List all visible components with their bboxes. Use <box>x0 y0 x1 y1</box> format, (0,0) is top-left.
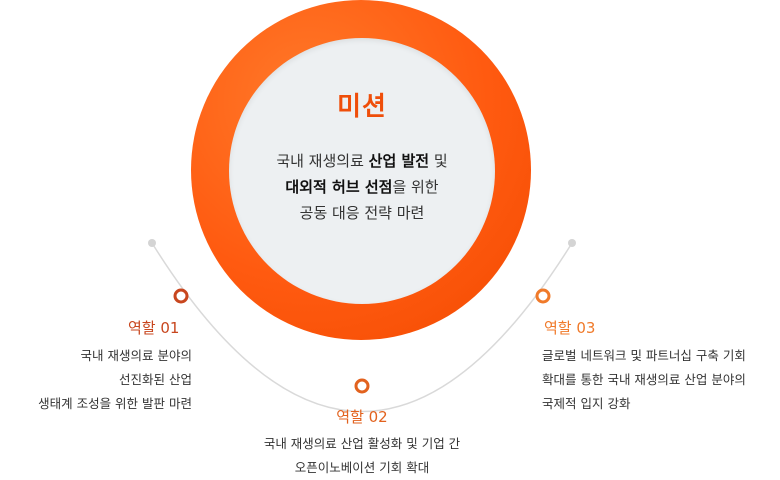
role-03-title: 역할 03 <box>544 319 596 337</box>
role-02-description: 국내 재생의료 산업 활성화 및 기업 간 오픈이노베이션 기회 확대 <box>222 432 502 480</box>
role-01-line-2: 선진화된 산업 <box>119 372 192 387</box>
role-01-line-3: 생태계 조성을 위한 발판 마련 <box>38 396 192 411</box>
role-02-line-2: 오픈이노베이션 기회 확대 <box>294 460 430 475</box>
role-03-line-1: 글로벌 네트워크 및 파트너십 구축 기회 <box>542 348 746 363</box>
mission-description: 국내 재생의료 산업 발전 및 대외적 허브 선점을 위한 공동 대응 전략 마… <box>229 148 495 226</box>
role-03-marker <box>535 288 551 304</box>
role-01-description: 국내 재생의료 분야의 선진화된 산업 생태계 조성을 위한 발판 마련 <box>38 344 192 416</box>
role-03-description: 글로벌 네트워크 및 파트너십 구축 기회 확대를 통한 국내 재생의료 산업 … <box>542 344 778 416</box>
role-03-line-2: 확대를 통한 국내 재생의료 산업 분야의 <box>542 372 746 387</box>
arc-endpoint-left <box>148 239 156 247</box>
arc-path <box>151 242 573 413</box>
role-02-line-1: 국내 재생의료 산업 활성화 및 기업 간 <box>263 436 461 451</box>
role-01-title: 역할 01 <box>128 319 180 337</box>
mission-line-1: 국내 재생의료 산업 발전 및 <box>229 148 495 174</box>
mission-line-2-suffix: 을 위한 <box>392 178 439 196</box>
mission-line-3: 공동 대응 전략 마련 <box>299 204 425 222</box>
role-01-line-1: 국내 재생의료 분야의 <box>80 348 192 363</box>
mission-inner-circle <box>229 38 495 304</box>
role-01-marker <box>173 288 189 304</box>
role-02-title: 역할 02 <box>336 408 388 426</box>
mission-line-2: 대외적 허브 선점을 위한 <box>229 174 495 200</box>
mission-line-1-prefix: 국내 재생의료 <box>276 152 369 170</box>
mission-line-2-bold: 대외적 허브 선점 <box>285 178 393 196</box>
role-02-marker <box>354 378 370 394</box>
role-03-line-3: 국제적 입지 강화 <box>542 396 631 411</box>
mission-title: 미션 <box>337 92 387 122</box>
mission-line-1-bold: 산업 발전 <box>368 152 430 170</box>
arc-endpoint-right <box>568 239 576 247</box>
mission-line-1-suffix: 및 <box>429 152 448 170</box>
